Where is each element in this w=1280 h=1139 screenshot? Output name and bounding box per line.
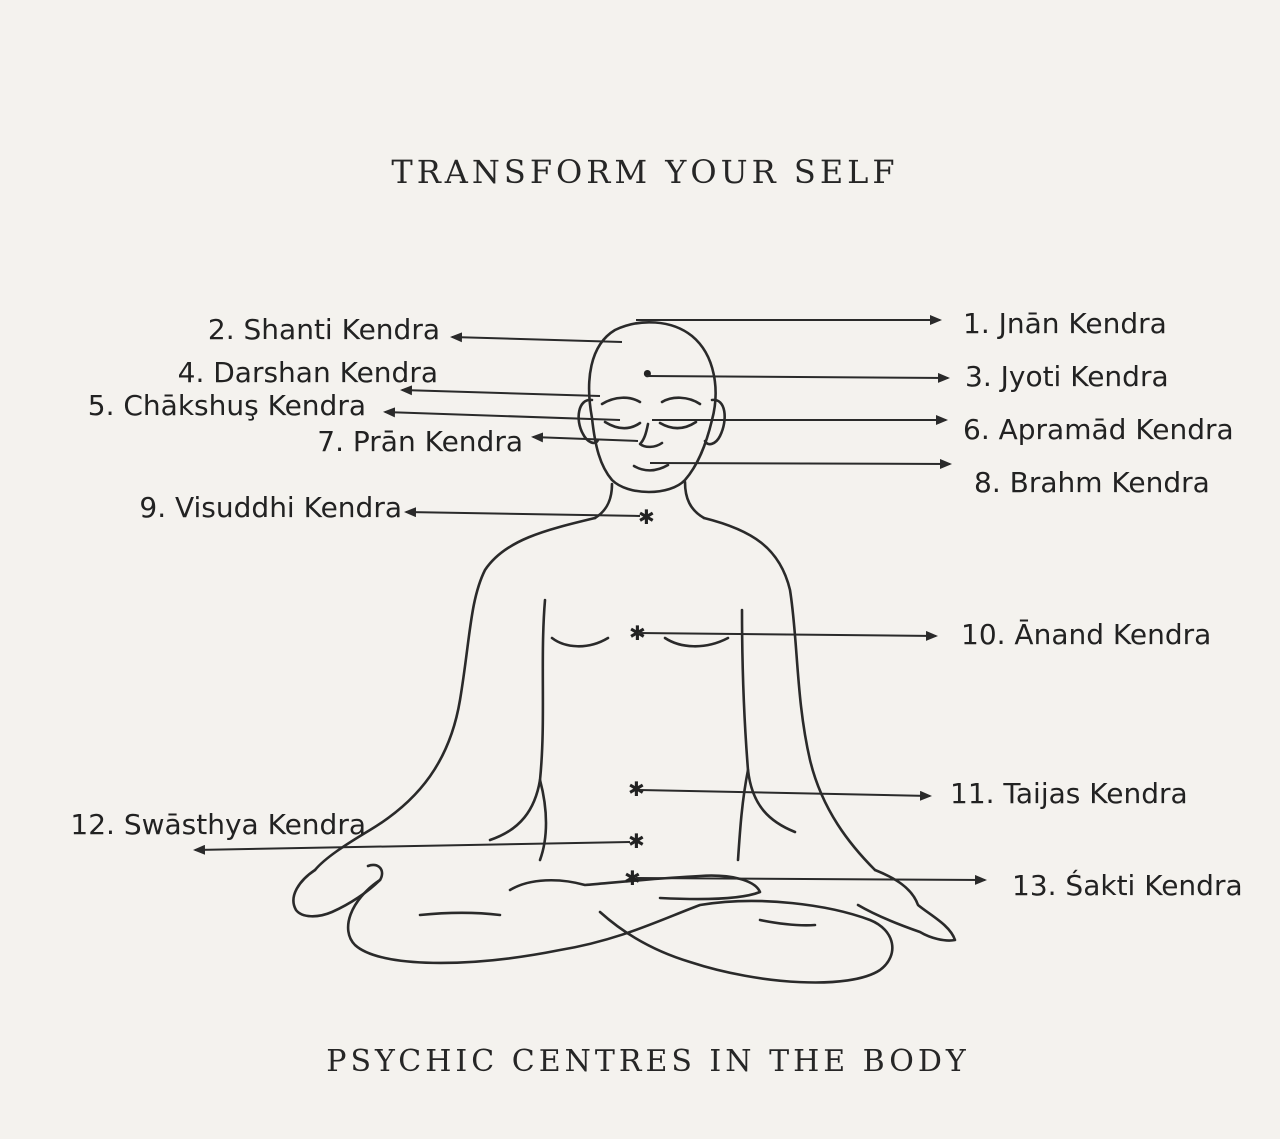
left-labels: 2. Shanti Kendra 4. Darshan Kendra 5. Ch…: [70, 313, 523, 841]
label-chakshus-kendra: 5. Chākshuş Kendra: [88, 389, 366, 422]
lower-leg-line-right: [758, 918, 817, 927]
right-eye: [658, 420, 698, 430]
label-shanti-kendra: 2. Shanti Kendra: [208, 313, 440, 346]
marker-jyoti: •: [641, 362, 654, 386]
label-darshan-kendra: 4. Darshan Kendra: [178, 356, 438, 389]
left-waist: [538, 778, 548, 862]
mouth: [632, 463, 670, 472]
marker-sakti: ✱: [624, 866, 641, 890]
meditating-figure: [292, 321, 957, 984]
left-ear: [577, 398, 600, 445]
neck-left: [593, 482, 614, 520]
left-leaders: [193, 332, 641, 855]
centre-markers: • ✱ ✱ ✱ ✱ ✱: [624, 362, 655, 890]
page-title: TRANSFORM YOUR SELF: [391, 153, 898, 191]
neck-right: [683, 480, 706, 520]
marker-taijas: ✱: [628, 777, 645, 801]
label-swasthya-kendra: 12. Swāsthya Kendra: [70, 808, 366, 841]
right-brow: [660, 396, 702, 406]
right-labels: 1. Jnān Kendra 3. Jyoti Kendra 6. Apramā…: [950, 307, 1243, 902]
left-eye: [603, 420, 642, 430]
marker-anand: ✱: [629, 621, 646, 645]
right-inner-arm: [740, 608, 797, 834]
lower-leg-line: [418, 911, 502, 917]
left-hand: [292, 863, 384, 918]
upper-foot: [508, 874, 762, 901]
label-pran-kendra: 7. Prān Kendra: [317, 425, 523, 458]
right-waist: [736, 768, 750, 862]
label-apramad-kendra: 6. Apramād Kendra: [963, 413, 1234, 446]
right-hand: [856, 868, 957, 942]
label-visuddhi-kendra: 9. Visuddhi Kendra: [139, 491, 402, 524]
right-leaders: [635, 315, 987, 885]
left-shoulder-arm: [313, 516, 597, 872]
figure-caption: PSYCHIC CENTRES IN THE BODY: [326, 1044, 969, 1079]
left-brow: [600, 396, 642, 406]
left-chest: [550, 636, 610, 648]
nose: [638, 422, 664, 449]
label-taijas-kendra: 11. Taijas Kendra: [950, 777, 1188, 810]
label-jyoti-kendra: 3. Jyoti Kendra: [965, 360, 1169, 393]
right-shoulder-arm: [702, 516, 877, 872]
legs-outline: [346, 878, 894, 984]
label-sakti-kendra: 13. Śakti Kendra: [1012, 868, 1243, 902]
label-jnan-kendra: 1. Jnān Kendra: [963, 307, 1167, 340]
label-brahm-kendra: 8. Brahm Kendra: [974, 466, 1210, 499]
right-ear: [703, 398, 726, 446]
right-chest: [663, 636, 730, 648]
left-inner-arm: [488, 598, 547, 842]
marker-visuddhi: ✱: [638, 505, 655, 529]
label-anand-kendra: 10. Ānand Kendra: [961, 618, 1211, 651]
head-outline: [587, 321, 717, 494]
marker-swasthya: ✱: [628, 829, 645, 853]
